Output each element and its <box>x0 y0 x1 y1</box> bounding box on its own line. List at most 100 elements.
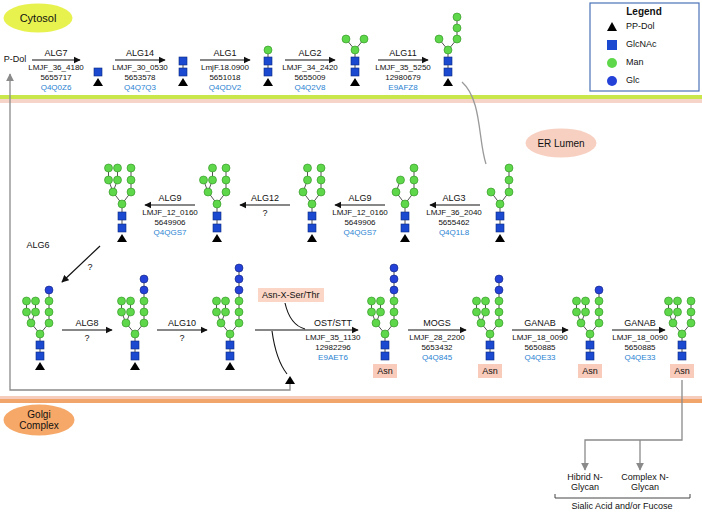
golgi-membrane <box>0 396 702 399</box>
label-text: ALG8 <box>75 318 98 328</box>
reaction-arrow <box>115 59 165 60</box>
mannose-symbol <box>127 188 135 196</box>
compartment-ellipse: Cytosol <box>3 3 73 33</box>
compartment-ellipse: ER Lumen <box>525 128 597 158</box>
mannose-symbol <box>308 200 316 208</box>
reaction-arrow <box>335 204 385 205</box>
mannose-symbol <box>410 164 418 172</box>
mannose-symbol <box>235 297 243 305</box>
reaction-arrow <box>408 329 466 330</box>
label-text: GANAB <box>524 318 556 328</box>
substrate-curve <box>285 303 305 329</box>
accession-id: Q4QGS7 <box>154 228 187 238</box>
mannose-symbol <box>582 297 590 305</box>
glycan <box>435 13 461 86</box>
mannose-symbol <box>687 319 695 327</box>
glucose-symbol <box>390 264 398 272</box>
glcnac-symbol <box>586 352 594 360</box>
mannose-symbol <box>122 319 130 327</box>
gene-id: LMJF_36_2040 <box>426 208 482 218</box>
mannose-symbol <box>118 200 126 208</box>
mannose-symbol <box>669 319 677 327</box>
pp-dol-symbol <box>117 234 127 242</box>
reaction-arrow <box>512 329 568 330</box>
legend-text: GlcNAc <box>626 39 657 50</box>
glcnac-symbol <box>351 57 359 65</box>
mannose-symbol <box>360 35 368 43</box>
mannose-symbol <box>473 308 481 316</box>
glcnac-symbol <box>179 68 187 76</box>
bracket <box>555 494 690 498</box>
gene-id: 5655717 <box>40 73 71 83</box>
glucose-symbol <box>235 275 243 283</box>
pp-dol-symbol <box>607 22 617 31</box>
glucose-symbol <box>595 286 603 294</box>
mannose-symbol <box>209 164 217 172</box>
mannose-symbol <box>235 308 243 316</box>
glycan <box>178 57 188 86</box>
mannose-symbol <box>127 308 135 316</box>
mannose-symbol <box>235 319 243 327</box>
mannose-symbol <box>213 297 221 305</box>
label-text: ALG7 <box>44 48 67 58</box>
mannose-symbol <box>105 176 113 184</box>
accession-id: Q4QE33 <box>624 353 655 363</box>
mannose-symbol <box>118 308 126 316</box>
node-text: ER Lumen <box>537 138 584 149</box>
mannose-symbol <box>595 319 603 327</box>
label-text: ALG3 <box>442 193 465 203</box>
mannose-symbol <box>435 35 443 43</box>
pp-dol-symbol <box>93 78 103 86</box>
label-text: ? <box>179 333 184 343</box>
accession-id: Q4Q1L8 <box>439 228 469 238</box>
mannose-symbol <box>351 46 359 54</box>
pp-dol-symbol <box>263 78 273 86</box>
mannose-symbol <box>105 164 113 172</box>
node-text: Cytosol <box>20 12 57 24</box>
pp-dol-symbol <box>225 362 235 370</box>
gene-id: 5650885 <box>524 343 555 353</box>
glcnac-symbol <box>486 352 494 360</box>
label-text: MOGS <box>423 318 451 328</box>
mannose-symbol <box>140 308 148 316</box>
glycan <box>392 164 418 242</box>
mannose-symbol <box>392 188 400 196</box>
glcnac-symbol <box>496 212 504 220</box>
reaction-arrow <box>378 59 428 60</box>
mannose-symbol <box>213 200 221 208</box>
mannose-symbol <box>299 188 307 196</box>
label-text: ALG12 <box>251 193 279 203</box>
glcnac-symbol <box>607 40 617 50</box>
mannose-symbol <box>582 308 590 316</box>
gene-id: 5649906 <box>344 218 375 228</box>
mannose-symbol <box>453 24 461 32</box>
mannose-symbol <box>213 308 221 316</box>
mannose-symbol <box>665 308 673 316</box>
mannose-symbol <box>390 297 398 305</box>
glucose-symbol <box>140 275 148 283</box>
mannose-symbol <box>368 308 376 316</box>
mannose-symbol <box>473 297 481 305</box>
legend-title: Legend <box>626 6 662 18</box>
gene-id: 12980679 <box>385 73 421 83</box>
mannose-symbol <box>200 176 208 184</box>
mannose-symbol <box>444 46 452 54</box>
mannose-symbol <box>23 308 31 316</box>
label-text: ALG9 <box>158 193 181 203</box>
mannose-symbol <box>505 188 513 196</box>
mannose-symbol <box>482 308 490 316</box>
mannose-symbol <box>27 319 35 327</box>
reaction-arrow <box>145 204 195 205</box>
glycan <box>342 35 368 86</box>
node-text: Asn-X-Ser/Thr <box>262 290 320 300</box>
mannose-symbol <box>23 297 31 305</box>
mannose-symbol <box>45 308 53 316</box>
mannose-symbol <box>32 297 40 305</box>
label-text: ? <box>262 208 267 218</box>
mannose-symbol <box>222 176 230 184</box>
mannose-symbol <box>45 319 53 327</box>
mannose-symbol <box>342 35 350 43</box>
mannose-symbol <box>304 164 312 172</box>
glcnac-symbol <box>36 341 44 349</box>
